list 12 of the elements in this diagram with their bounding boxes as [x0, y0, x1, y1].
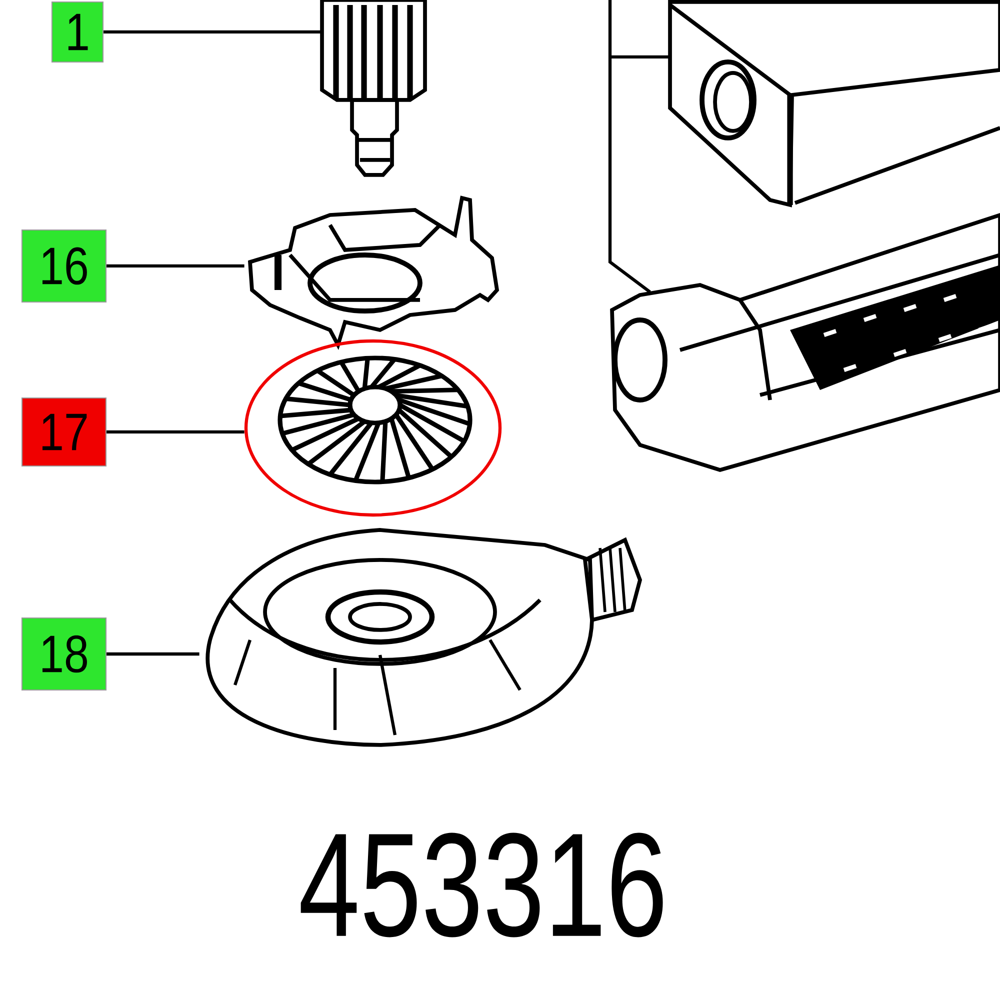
leader-line	[106, 264, 244, 268]
leader-line	[106, 430, 244, 434]
callout-number: 17	[21, 397, 107, 467]
part-drawing	[206, 528, 642, 747]
callout-number: 1	[51, 1, 104, 62]
part-drawing	[320, 0, 427, 177]
part-drawing	[244, 339, 502, 517]
leader-line	[106, 652, 200, 656]
leader-line	[104, 30, 322, 34]
callout-number: 16	[21, 229, 107, 302]
part-number: 453316	[300, 832, 663, 938]
callout-number: 18	[21, 617, 107, 691]
